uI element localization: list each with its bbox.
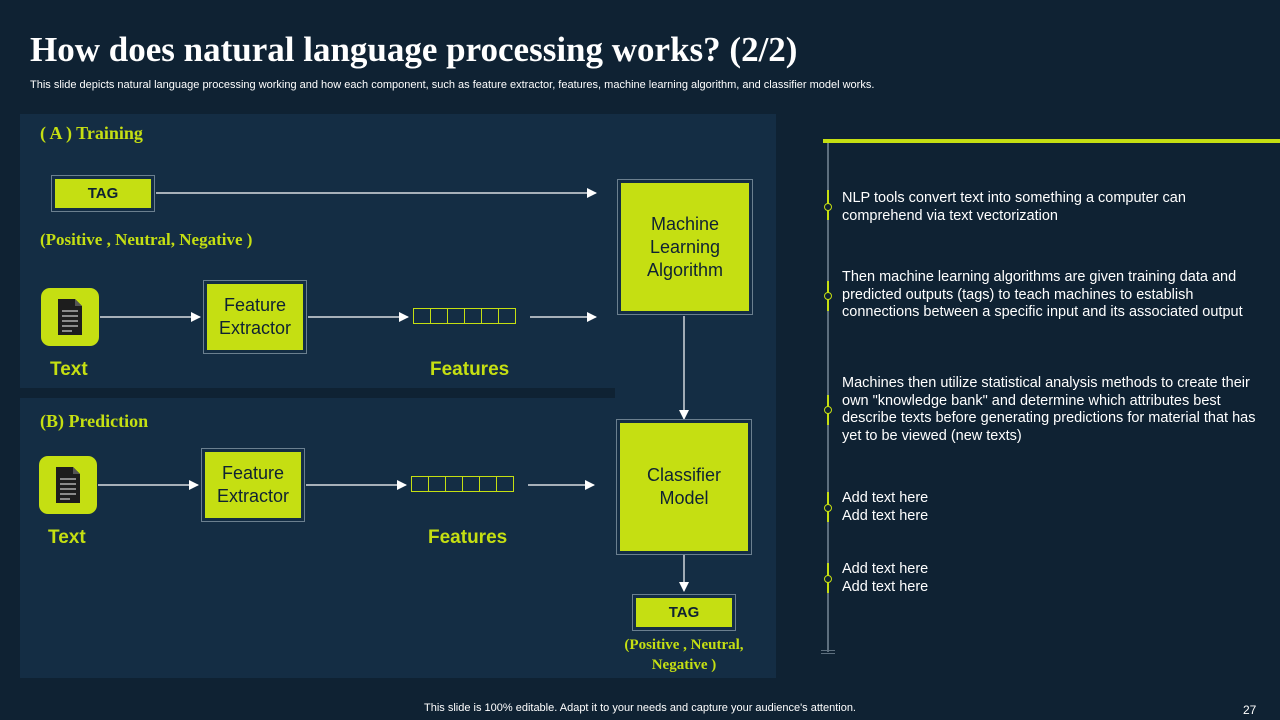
- slide-footer: This slide is 100% editable. Adapt it to…: [424, 702, 856, 714]
- timeline-dot: [824, 406, 832, 414]
- training-feature-extractor-label: Feature Extractor: [207, 284, 303, 350]
- timeline-end-mark: [821, 653, 835, 654]
- classifier-model-label: Classifier Model: [620, 423, 748, 551]
- page-number: 27: [1243, 703, 1257, 717]
- timeline-item-1: NLP tools convert text into something a …: [842, 190, 1186, 224]
- timeline-dot: [824, 203, 832, 211]
- timeline-dot: [824, 292, 832, 300]
- prediction-feature-extractor-label: Feature Extractor: [205, 452, 301, 518]
- section-divider: [20, 388, 615, 398]
- training-sentiment: (Positive , Neutral, Negative ): [40, 230, 253, 249]
- prediction-feature-extractor: Feature Extractor: [201, 448, 305, 522]
- training-text-label: Text: [50, 359, 88, 380]
- training-features-label: Features: [430, 359, 510, 380]
- classifier-model-box: Classifier Model: [616, 419, 752, 555]
- ml-algorithm-box: Machine Learning Algorithm: [617, 179, 753, 315]
- prediction-text-icon-box: [39, 456, 97, 514]
- timeline-top-bar: [823, 139, 1280, 143]
- timeline-end-mark: [821, 650, 835, 651]
- timeline-dot: [824, 504, 832, 512]
- timeline-item-2: Then machine learning algorithms are giv…: [842, 269, 1243, 321]
- training-tag-box: TAG: [51, 175, 155, 212]
- prediction-sentiment: (Positive , Neutral, Negative ): [624, 637, 744, 673]
- training-text-icon-box: [41, 288, 99, 346]
- prediction-tag-box: TAG: [632, 594, 736, 631]
- ml-algorithm-label: Machine Learning Algorithm: [621, 183, 749, 311]
- training-label: ( A ) Training: [40, 123, 143, 143]
- document-icon: [58, 299, 82, 335]
- training-features-bar: [413, 308, 516, 324]
- prediction-label: (B) Prediction: [40, 411, 149, 431]
- prediction-features-bar: [411, 476, 514, 492]
- training-feature-extractor: Feature Extractor: [203, 280, 307, 354]
- timeline-item-5-line-2: Add text here: [842, 579, 929, 595]
- prediction-text-label: Text: [48, 527, 86, 548]
- training-tag-label: TAG: [55, 179, 151, 208]
- timeline-item-4-line-2: Add text here: [842, 508, 929, 524]
- slide-title: How does natural language processing wor…: [30, 30, 798, 69]
- timeline-dot: [824, 575, 832, 583]
- timeline-item-3: Machines then utilize statistical analys…: [842, 375, 1256, 444]
- prediction-tag-label: TAG: [636, 598, 732, 627]
- document-icon: [56, 467, 80, 503]
- prediction-features-label: Features: [428, 527, 508, 548]
- timeline-item-4-line-1: Add text here: [842, 490, 929, 506]
- timeline-item-5-line-1: Add text here: [842, 561, 929, 577]
- slide-subtitle: This slide depicts natural language proc…: [30, 79, 875, 91]
